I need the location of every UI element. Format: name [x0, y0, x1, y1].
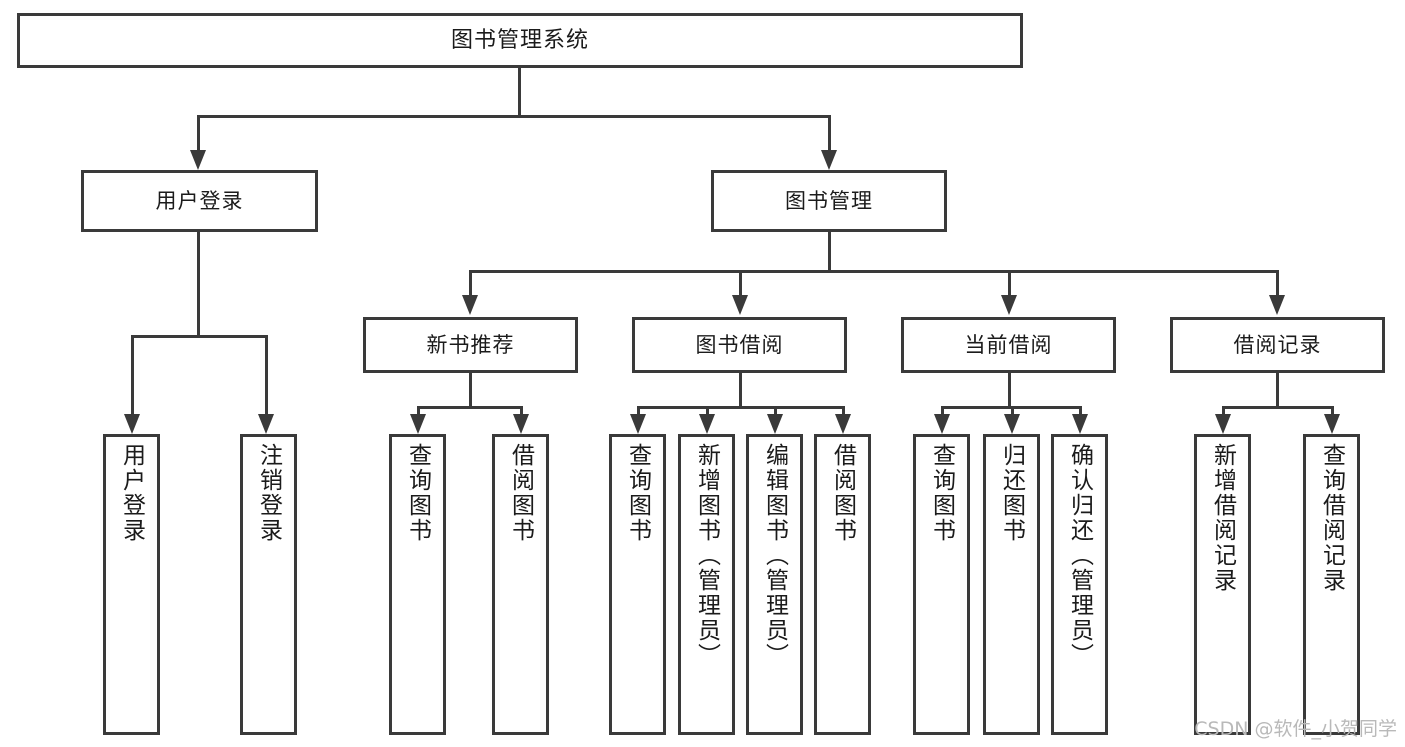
- node-root-system[interactable]: 图书管理系统: [17, 13, 1023, 68]
- arrowhead-leaf-logout: [258, 414, 274, 434]
- arrowhead-leaf-confirm-return: [1072, 414, 1088, 434]
- connector-bus-new-book-recommend: [417, 406, 523, 409]
- node-new-book-recommend[interactable]: 新书推荐: [363, 317, 578, 373]
- node-label: 当前借阅: [964, 332, 1053, 357]
- connector-drop-leaf-borrow-book-1: [520, 406, 523, 418]
- arrowhead-new-book-recommend: [462, 295, 478, 315]
- connector-drop-leaf-add-record: [1222, 406, 1225, 418]
- leaf-edit-book[interactable]: 编辑图书（管理员）: [746, 434, 803, 735]
- connector-drop-leaf-query-book-1: [417, 406, 420, 418]
- arrowhead-leaf-query-book-1: [410, 414, 426, 434]
- node-label: 确认归还（管理员）: [1066, 443, 1093, 668]
- node-label: 新增借阅记录: [1209, 443, 1236, 593]
- arrowhead-leaf-borrow-book-2: [835, 414, 851, 434]
- arrowhead-leaf-add-book: [699, 414, 715, 434]
- connector-root-stem: [518, 68, 521, 115]
- connector-bus-level3: [469, 270, 1279, 273]
- connector-drop-leaf-query-book-3: [941, 406, 944, 418]
- node-label: 图书借阅: [695, 332, 784, 357]
- arrowhead-user-login: [190, 150, 206, 170]
- node-label: 新增图书（管理员）: [693, 443, 720, 668]
- arrowhead-leaf-query-record: [1324, 414, 1340, 434]
- connector-drop-new-book-recommend: [469, 270, 472, 297]
- node-label: 借阅图书: [829, 443, 856, 543]
- leaf-confirm-return[interactable]: 确认归还（管理员）: [1051, 434, 1108, 735]
- arrowhead-borrow-record: [1269, 295, 1285, 315]
- node-label: 图书管理系统: [450, 27, 589, 53]
- node-label: 新书推荐: [426, 332, 515, 357]
- leaf-user-login[interactable]: 用户登录: [103, 434, 160, 735]
- leaf-borrow-book-2[interactable]: 借阅图书: [814, 434, 871, 735]
- connector-bus-level2: [197, 115, 831, 118]
- connector-bus-book-borrow: [637, 406, 845, 409]
- leaf-return-book[interactable]: 归还图书: [983, 434, 1040, 735]
- node-label: 用户登录: [155, 188, 244, 213]
- connector-stem-borrow-record: [1276, 373, 1279, 408]
- connector-drop-leaf-return-book: [1011, 406, 1014, 418]
- csdn-watermark: CSDN @软件_小贺同学: [1194, 718, 1397, 740]
- arrowhead-leaf-borrow-book-1: [513, 414, 529, 434]
- arrowhead-leaf-add-record: [1215, 414, 1231, 434]
- node-current-borrow[interactable]: 当前借阅: [901, 317, 1116, 373]
- connector-stem-new-book-recommend: [469, 373, 472, 408]
- connector-drop-leaf-borrow-book-2: [842, 406, 845, 418]
- connector-bus-user-login-leaves: [131, 335, 268, 338]
- node-label: 借阅图书: [507, 443, 534, 543]
- leaf-query-record[interactable]: 查询借阅记录: [1303, 434, 1360, 735]
- leaf-logout[interactable]: 注销登录: [240, 434, 297, 735]
- arrowhead-current-borrow: [1001, 295, 1017, 315]
- node-label: 查询图书: [624, 443, 651, 543]
- arrowhead-book-manage: [821, 150, 837, 170]
- leaf-query-book-2[interactable]: 查询图书: [609, 434, 666, 735]
- node-label: 注销登录: [255, 443, 282, 543]
- connector-drop-leaf-query-book-2: [637, 406, 640, 418]
- leaf-query-book-3[interactable]: 查询图书: [913, 434, 970, 735]
- arrowhead-leaf-query-book-2: [630, 414, 646, 434]
- connector-drop-borrow-record: [1276, 270, 1279, 297]
- node-borrow-record[interactable]: 借阅记录: [1170, 317, 1385, 373]
- connector-stem-book-borrow: [739, 373, 742, 408]
- node-label: 图书管理: [785, 188, 873, 213]
- connector-drop-leaf-logout: [265, 335, 268, 416]
- connector-stem-book-manage: [828, 232, 831, 272]
- node-book-manage[interactable]: 图书管理: [711, 170, 947, 232]
- node-user-login[interactable]: 用户登录: [81, 170, 318, 232]
- connector-drop-user-login: [197, 115, 200, 152]
- node-label: 借阅记录: [1233, 332, 1322, 357]
- connector-drop-book-manage: [828, 115, 831, 152]
- connector-drop-leaf-edit-book: [774, 406, 777, 418]
- connector-stem-user-login: [197, 232, 200, 337]
- leaf-query-book-1[interactable]: 查询图书: [389, 434, 446, 735]
- leaf-add-book[interactable]: 新增图书（管理员）: [678, 434, 735, 735]
- connector-stem-current-borrow: [1008, 373, 1011, 408]
- node-label: 归还图书: [998, 443, 1025, 543]
- node-label: 查询借阅记录: [1318, 443, 1345, 593]
- node-label: 查询图书: [928, 443, 955, 543]
- connector-drop-book-borrow: [739, 270, 742, 297]
- arrowhead-leaf-user-login: [124, 414, 140, 434]
- arrowhead-leaf-edit-book: [767, 414, 783, 434]
- node-book-borrow[interactable]: 图书借阅: [632, 317, 847, 373]
- connector-bus-borrow-record: [1222, 406, 1334, 409]
- arrowhead-leaf-query-book-3: [934, 414, 950, 434]
- node-label: 用户登录: [118, 443, 145, 543]
- arrowhead-book-borrow: [732, 295, 748, 315]
- connector-drop-leaf-add-book: [706, 406, 709, 418]
- node-label: 查询图书: [404, 443, 431, 543]
- arrowhead-leaf-return-book: [1004, 414, 1020, 434]
- connector-drop-leaf-confirm-return: [1079, 406, 1082, 418]
- leaf-borrow-book-1[interactable]: 借阅图书: [492, 434, 549, 735]
- leaf-add-record[interactable]: 新增借阅记录: [1194, 434, 1251, 735]
- connector-drop-current-borrow: [1008, 270, 1011, 297]
- connector-drop-leaf-user-login: [131, 335, 134, 416]
- node-label: 编辑图书（管理员）: [761, 443, 788, 668]
- connector-drop-leaf-query-record: [1331, 406, 1334, 418]
